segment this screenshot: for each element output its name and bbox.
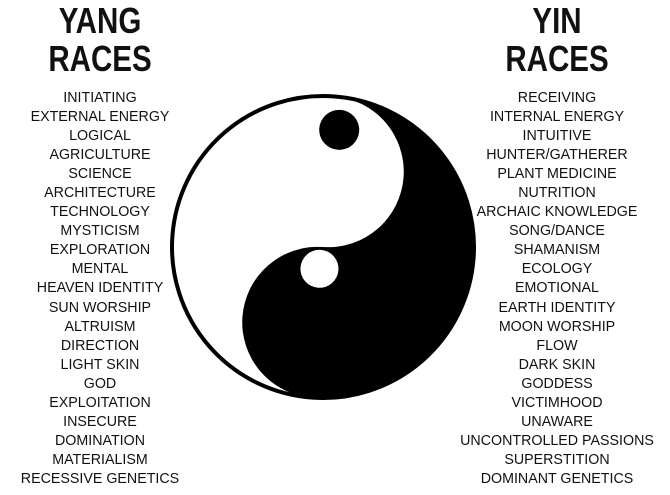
yin-trait-item: MOON WORSHIP [498,317,616,335]
dark-dot [319,109,360,150]
yin-half [242,96,474,398]
yin-trait-item: SUPERSTITION [504,450,610,468]
yin-trait-item: EMOTIONAL [515,279,599,297]
yang-title-line2: RACES [48,38,152,79]
yin-trait-item: GODDESS [521,374,593,392]
yin-trait-item: HUNTER/GATHERER [486,146,628,164]
yang-trait-item: DOMINATION [55,431,145,449]
yang-trait-item: INITIATING [63,89,137,106]
yang-trait-item: INSECURE [63,412,137,430]
yang-trait-item: DIRECTION [60,336,140,354]
yin-title-line1: YIN [532,0,582,41]
yang-trait-item: MENTAL [71,260,129,278]
yin-trait-item: INTUITIVE [522,127,592,145]
yang-trait-item: MYSTICISM [60,222,140,240]
yin-title-line2: RACES [505,38,609,79]
yang-trait-item: TECHNOLOGY [50,203,150,221]
yin-trait-item: EARTH IDENTITY [498,298,616,316]
yang-trait-item: LOGICAL [69,127,131,145]
yang-trait-item: RECESSIVE GENETICS [20,469,180,487]
yin-trait-item: INTERNAL ENERGY [489,108,625,126]
yin-trait-item: PLANT MEDICINE [497,165,617,183]
yang-trait-item: SUN WORSHIP [48,298,152,316]
yang-trait-item: SCIENCE [68,165,132,183]
yin-trait-item: SHAMANISM [513,241,601,259]
yang-trait-item: AGRICULTURE [49,146,151,164]
yang-title-line1: YANG [58,0,142,41]
yin-yang-icon [170,94,476,400]
yin-trait-item: VICTIMHOOD [511,393,603,411]
yin-trait-item: DARK SKIN [518,355,596,373]
yin-trait-item: UNAWARE [521,412,593,430]
yin-trait-item: NUTRITION [518,184,596,202]
yin-trait-item: RECEIVING [517,89,597,106]
yin-trait-item: DOMINANT GENETICS [480,469,634,487]
yin-trait-item: UNCONTROLLED PASSIONS [460,431,654,449]
yang-trait-item: EXPLOITATION [49,393,151,411]
yang-trait-item: ALTRUISM [64,317,136,335]
yang-trait-item: EXTERNAL ENERGY [30,108,170,126]
yang-trait-item: MATERIALISM [52,450,148,468]
yang-trait-item: HEAVEN IDENTITY [36,279,164,297]
yang-trait-item: GOD [83,374,117,392]
yin-trait-item: SONG/DANCE [509,222,605,240]
light-dot [300,249,339,288]
yin-trait-item: ECOLOGY [521,260,593,278]
yin-trait-item: FLOW [536,336,578,354]
yang-trait-item: LIGHT SKIN [60,355,140,373]
yang-trait-item: EXPLORATION [49,241,151,259]
yang-trait-item: ARCHITECTURE [44,184,156,202]
yin-trait-item: ARCHAIC KNOWLEDGE [476,203,638,221]
